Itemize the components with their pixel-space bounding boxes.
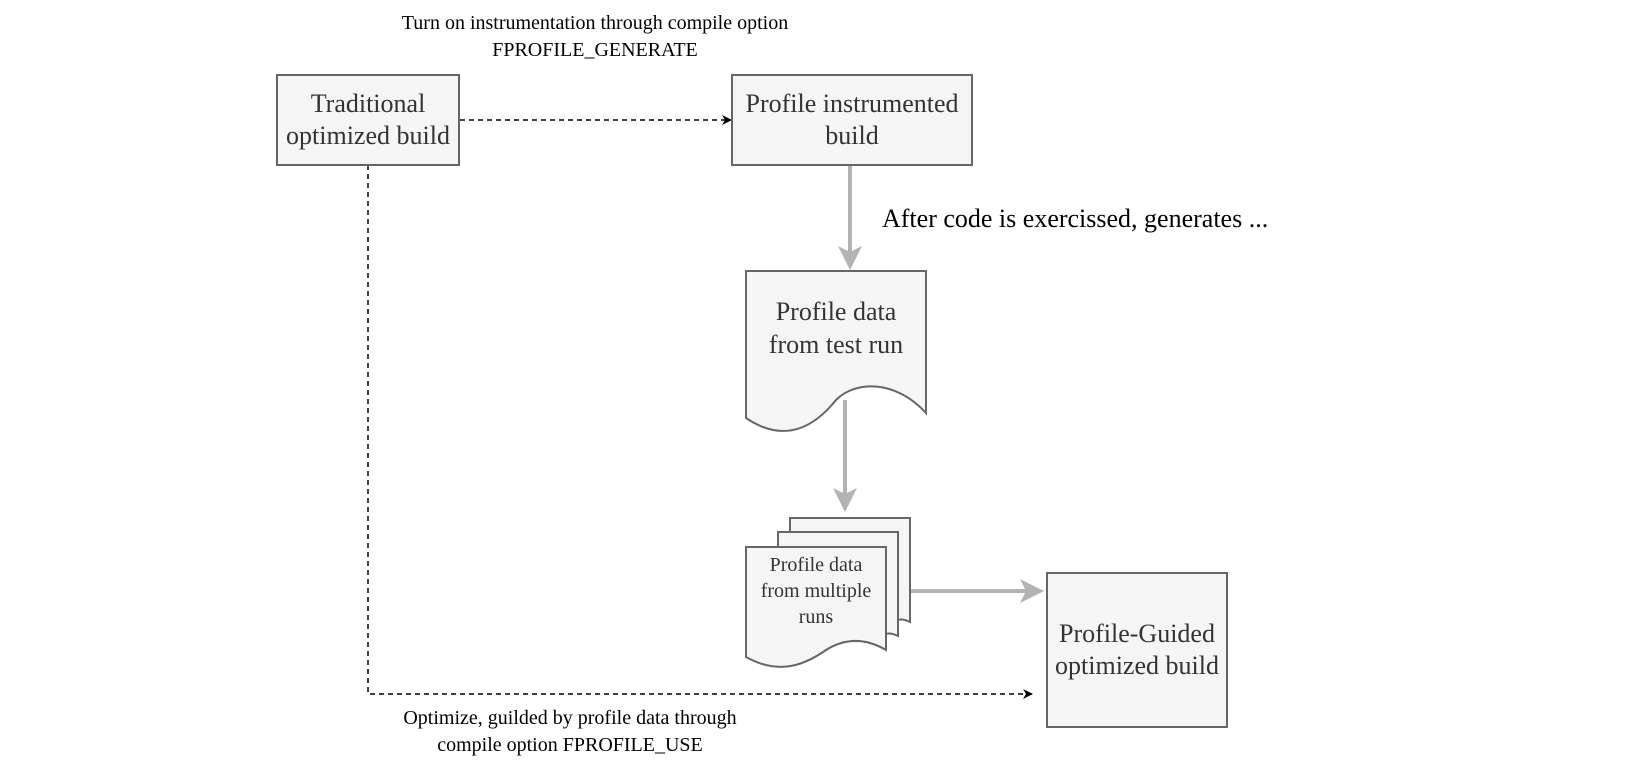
profile-data-single-line-1: Profile data — [775, 297, 897, 326]
profile-data-multi-line-3: runs — [798, 606, 834, 628]
instrumented-build-line-2: build — [825, 121, 879, 150]
profile-data-multi-label: Profile data from multiple runs — [746, 552, 886, 630]
instrumented-build-node: Profile instrumented build — [731, 74, 973, 166]
use-edge — [367, 165, 1033, 699]
profile-data-single-label: Profile data from test run — [746, 295, 926, 361]
pgo-build-node: Profile-Guided optimized build — [1046, 572, 1228, 728]
profile-data-multi-line-2: from multiple — [760, 580, 872, 602]
pgo-build-line-1: Profile-Guided — [1059, 618, 1215, 648]
aggregate-arrow — [833, 400, 857, 512]
pgo-build-line-2: optimized build — [1055, 651, 1219, 680]
feed-arrow — [910, 579, 1044, 603]
instrumented-build-line-1: Profile instrumented — [745, 88, 959, 118]
profile-data-single-shape — [745, 270, 927, 432]
use-label-line-2: compile option FPROFILE_USE — [437, 734, 703, 756]
use-label-line-1: Optimize, guilded by profile data throug… — [403, 707, 737, 729]
traditional-build-node: Traditional optimized build — [276, 74, 460, 166]
exercised-edge-label: After code is exercissed, generates ... — [882, 204, 1269, 233]
traditional-build-line-2: optimized build — [286, 121, 450, 150]
exercised-arrow — [838, 165, 862, 270]
use-edge-label: Optimize, guilded by profile data throug… — [360, 705, 780, 759]
generate-label-line-1: Turn on instrumentation through compile … — [401, 12, 789, 34]
traditional-build-line-1: Traditional — [310, 88, 426, 118]
generate-label-line-2: FPROFILE_GENERATE — [492, 39, 698, 61]
profile-data-multi-shape — [745, 517, 911, 668]
profile-data-multi-line-1: Profile data — [769, 554, 863, 576]
profile-data-single-line-2: from test run — [768, 330, 904, 359]
generate-edge-label: Turn on instrumentation through compile … — [340, 10, 850, 64]
